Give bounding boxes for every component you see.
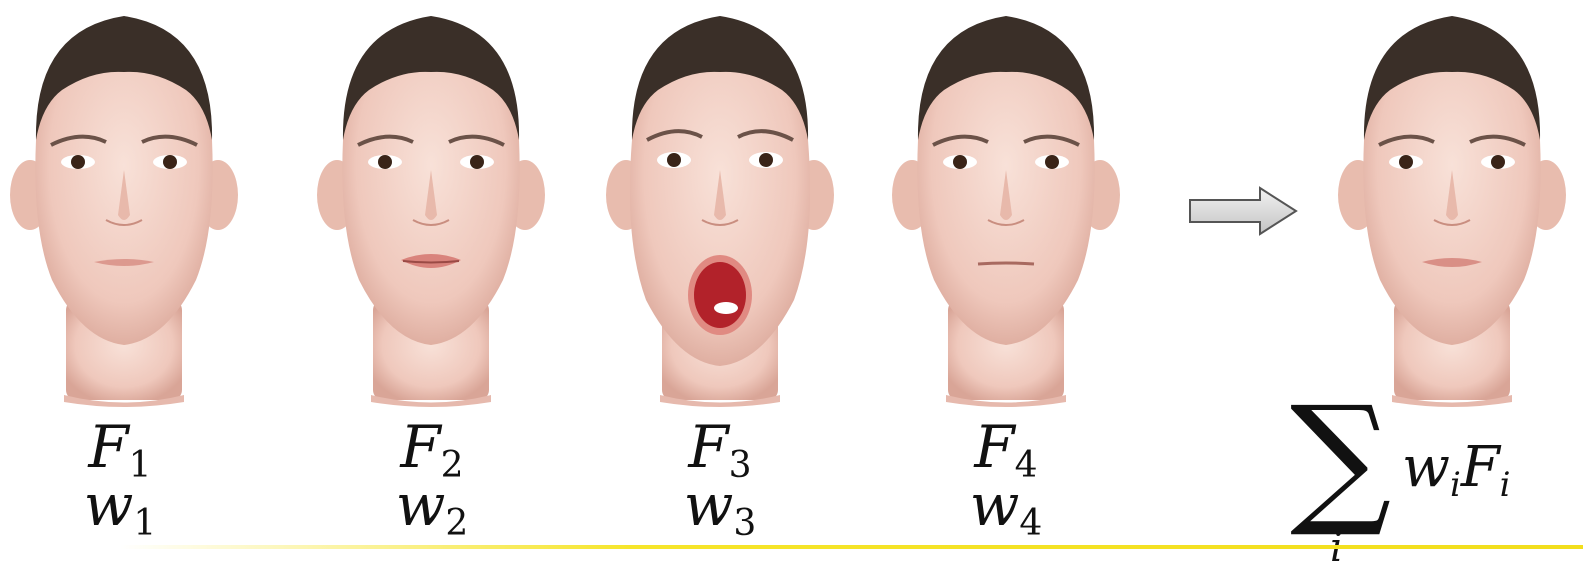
- weight-index: 1: [133, 503, 156, 544]
- weight-index: 2: [445, 503, 468, 544]
- face-render-result: [1334, 10, 1570, 410]
- face-blended: [1334, 10, 1570, 410]
- face-render-2: [313, 10, 549, 410]
- weight-symbol: w: [970, 471, 1020, 539]
- weight-index: 4: [1019, 503, 1042, 544]
- label-face-3: F3 w3: [650, 418, 790, 534]
- face-lips-parted: [313, 10, 549, 410]
- summation-term: wiFi: [1402, 440, 1511, 496]
- label-face-4: F4 w4: [936, 418, 1076, 534]
- label-face-1: F1 w1: [50, 418, 190, 534]
- face-index: i: [1500, 465, 1511, 505]
- weight-symbol: w: [684, 471, 734, 539]
- weight-index: 3: [733, 503, 756, 544]
- face-lips-pressed: [888, 10, 1124, 410]
- face-neutral: [6, 10, 242, 410]
- weight-symbol: w: [84, 471, 134, 539]
- face-render-4: [888, 10, 1124, 410]
- weight-symbol: w: [1402, 435, 1450, 500]
- right-arrow-icon: [1188, 186, 1300, 236]
- face-symbol: F: [1461, 435, 1500, 500]
- label-face-2: F2 w2: [362, 418, 502, 534]
- accent-bar: [120, 545, 1583, 549]
- weight-symbol: w: [396, 471, 446, 539]
- face-render-3: [602, 10, 838, 410]
- face-mouth-open: [602, 10, 838, 410]
- summation-symbol: ∑: [1290, 388, 1391, 530]
- face-render-1: [6, 10, 242, 410]
- weight-index: i: [1450, 465, 1461, 505]
